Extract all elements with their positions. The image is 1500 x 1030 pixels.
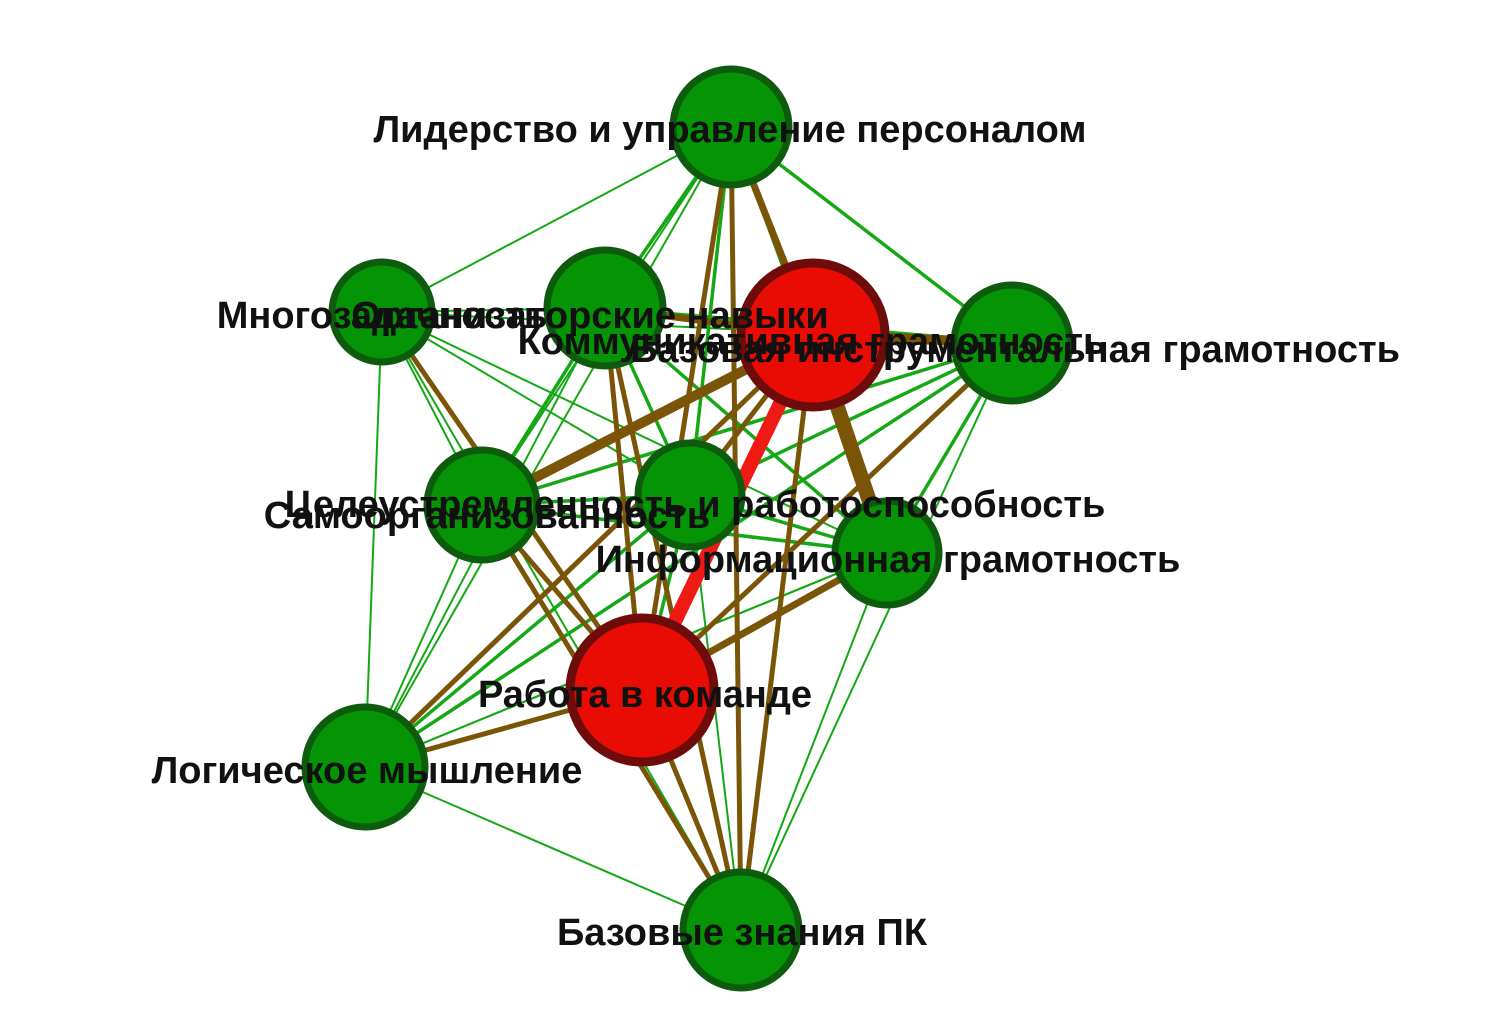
edge-teamwork-leadership	[639, 126, 734, 691]
node-logical[interactable]	[301, 703, 429, 831]
node-label-multitasking: Многозадачность	[217, 295, 548, 337]
node-communicative[interactable]	[736, 258, 890, 412]
node-label-teamwork: Работа в команде	[478, 674, 812, 716]
node-label-basic_instrumental: Базовая инструментальная грамотность	[630, 329, 1400, 371]
node-label-communicative: Коммуникативная грамотность	[518, 321, 1107, 363]
edge-informational-basic_pc	[740, 552, 888, 931]
node-basic_instrumental[interactable]	[950, 281, 1074, 405]
node-label-organizational: Организаторские навыки	[351, 295, 829, 337]
edge-multitasking-basic_pc	[381, 311, 742, 931]
edge-communicative-basic_pc	[738, 334, 816, 931]
node-multitasking[interactable]	[328, 258, 436, 366]
edge-communicative-logical	[363, 333, 815, 769]
node-informational[interactable]	[831, 497, 943, 609]
edge-basic_instrumental-logical	[364, 341, 1013, 769]
node-label-basic_pc: Базовые знания ПК	[557, 912, 928, 954]
node-label-leadership: Лидерство и управление персоналом	[373, 109, 1086, 151]
node-self_organization[interactable]	[634, 439, 746, 551]
node-label-logical: Логическое мышление	[152, 750, 583, 792]
node-leadership[interactable]	[669, 65, 793, 189]
edge-leadership-self_organization	[688, 126, 733, 496]
edge-leadership-multitasking	[381, 126, 732, 313]
edge-teamwork-basic_instrumental	[640, 341, 1014, 692]
node-label-purposefulness: Целеустремленность и работоспособность	[285, 484, 1106, 526]
edge-organizational-informational	[603, 306, 889, 555]
nodes-layer	[301, 65, 1074, 992]
node-purposefulness[interactable]	[423, 446, 541, 564]
labels-layer: Лидерство и управление персоналомМногоза…	[152, 109, 1400, 954]
node-basic_pc[interactable]	[679, 868, 803, 992]
edge-logical-basic_pc	[364, 766, 742, 931]
edge-leadership-logical	[364, 126, 732, 768]
node-label-self_organization: Самоорганизованность	[264, 495, 710, 537]
node-organizational[interactable]	[543, 246, 667, 370]
edge-self_organization-logical	[363, 493, 692, 769]
node-teamwork[interactable]	[565, 613, 719, 767]
edge-multitasking-logical	[364, 311, 383, 768]
edge-basic_pc-leadership	[728, 126, 744, 931]
node-label-informational: Информационная грамотность	[596, 539, 1181, 581]
edge-basic_instrumental-basic_pc	[740, 342, 1013, 931]
